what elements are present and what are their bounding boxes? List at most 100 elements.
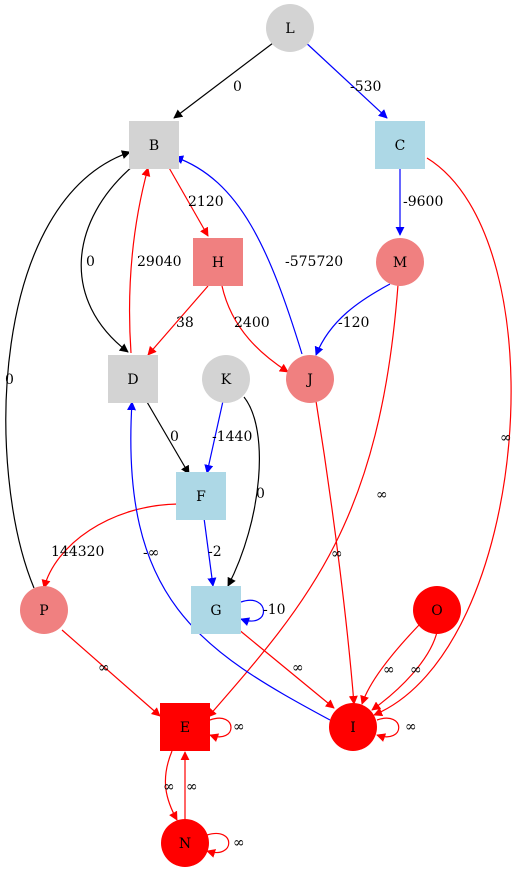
edge-l-b <box>173 39 278 119</box>
node-shape-o <box>413 586 461 634</box>
node-label-n: N <box>179 836 191 852</box>
edge-label-o-i-2: ∞ <box>410 662 422 678</box>
node-shape-d <box>108 355 158 403</box>
edge-d-b <box>128 167 151 354</box>
edge-label-d-f: 0 <box>170 429 179 445</box>
node-label-f: F <box>196 489 206 505</box>
edge-label-f-p: 144320 <box>51 544 104 560</box>
node-shape-i <box>329 703 377 751</box>
edge-h-j <box>221 285 289 373</box>
edge-i-d <box>127 401 331 721</box>
node-p: P <box>20 586 68 634</box>
edge-label-p-b: 0 <box>5 372 14 388</box>
edge-e-e <box>209 717 232 742</box>
node-shape-h <box>193 238 243 286</box>
edge-p-e <box>61 629 161 717</box>
node-h: H <box>193 238 243 286</box>
node-shape-f <box>176 472 226 520</box>
edge-label-b-h: 2120 <box>188 194 224 210</box>
node-m: M <box>376 238 424 286</box>
node-n: N <box>161 819 209 867</box>
node-label-d: D <box>127 372 138 388</box>
edge-f-g <box>203 517 217 587</box>
edge-m-j <box>314 283 391 356</box>
node-f: F <box>176 472 226 520</box>
node-shape-m <box>376 238 424 286</box>
edge-label-k-g: 0 <box>256 486 265 502</box>
edge-label-n-e: ∞ <box>186 779 198 795</box>
node-d: D <box>108 355 158 403</box>
node-shape-e <box>160 703 210 751</box>
edge-label-l-b: 0 <box>233 79 242 95</box>
edge-label-o-i-1: ∞ <box>383 662 395 678</box>
edge-label-h-d: 38 <box>176 315 194 331</box>
node-label-o: O <box>431 603 442 619</box>
edge-f-p <box>41 503 179 589</box>
node-shape-n <box>161 819 209 867</box>
node-k: K <box>202 355 250 403</box>
edge-d-f <box>146 401 190 475</box>
edge-label-b-d: 0 <box>86 254 95 270</box>
edge-label-g-i: ∞ <box>292 660 304 676</box>
edge-e-n <box>164 750 178 821</box>
edge-l-c <box>302 39 388 119</box>
node-label-k: K <box>221 372 232 388</box>
edge-label-i-d: -∞ <box>143 545 159 561</box>
edge-label-j-i: ∞ <box>331 546 343 562</box>
node-j: J <box>286 355 334 403</box>
edge-n-n <box>206 832 230 858</box>
node-shape-c <box>375 121 425 169</box>
node-label-p: P <box>39 603 48 619</box>
edge-k-f <box>204 400 224 474</box>
edge-i-i <box>376 717 400 742</box>
edge-k-g <box>227 396 260 587</box>
edge-label-c-i: ∞ <box>500 430 512 446</box>
node-i: I <box>329 703 377 751</box>
edge-label-m-e: ∞ <box>376 487 388 503</box>
node-label-j: J <box>305 372 313 388</box>
edge-b-h <box>167 165 209 237</box>
node-e: E <box>160 703 210 751</box>
node-shape-b <box>129 121 179 169</box>
edge-j-i <box>315 400 358 705</box>
edge-j-b <box>174 155 303 355</box>
edge-p-b <box>5 150 131 589</box>
edge-label-i-i: ∞ <box>405 719 417 735</box>
node-c: C <box>375 121 425 169</box>
edge-label-d-b: 29040 <box>137 254 182 270</box>
node-label-g: G <box>210 603 221 619</box>
edge-label-e-n: ∞ <box>163 779 175 795</box>
node-shape-p <box>20 586 68 634</box>
edge-label-e-e: ∞ <box>233 719 245 735</box>
node-shape-l <box>266 4 314 52</box>
edge-label-n-n: ∞ <box>233 835 245 851</box>
edge-label-h-j: 2400 <box>234 315 270 331</box>
node-shape-k <box>202 355 250 403</box>
edge-label-c-m: -9600 <box>403 194 443 210</box>
edge-o-i-1 <box>360 623 421 705</box>
node-label-e: E <box>180 720 190 736</box>
edge-label-k-f: -1440 <box>212 429 252 445</box>
edge-g-i <box>237 628 335 709</box>
edge-h-d <box>147 285 209 356</box>
node-o: O <box>413 586 461 634</box>
node-shape-j <box>286 355 334 403</box>
node-label-m: M <box>393 255 407 271</box>
edge-b-d <box>80 165 134 353</box>
node-label-l: L <box>285 21 294 37</box>
node-shape-g <box>191 586 241 634</box>
node-label-i: I <box>350 720 356 736</box>
edge-o-i-2 <box>371 631 438 711</box>
node-g: G <box>191 586 241 634</box>
edge-label-g-g: -10 <box>263 602 286 618</box>
edge-label-f-g: -2 <box>208 544 222 560</box>
edge-g-g <box>240 599 264 626</box>
edge-label-j-b: -575720 <box>285 254 343 270</box>
node-label-c: C <box>395 138 406 154</box>
node-label-h: H <box>212 255 224 271</box>
edge-m-e <box>207 284 399 718</box>
edge-layer <box>5 39 512 858</box>
